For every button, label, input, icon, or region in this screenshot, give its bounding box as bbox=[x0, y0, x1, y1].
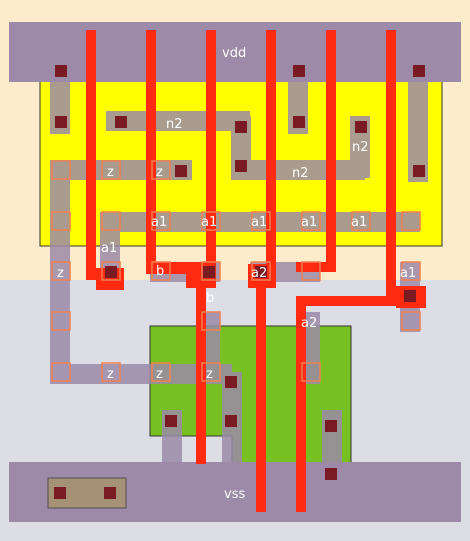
label-a1-2: a1 bbox=[201, 215, 217, 230]
label-vss: vss bbox=[224, 487, 245, 502]
label-a2-2: a2 bbox=[301, 316, 317, 331]
label-z-1: z bbox=[107, 165, 114, 180]
label-vdd: vdd bbox=[222, 46, 246, 61]
label-a1-3: a1 bbox=[251, 215, 267, 230]
label-z-2: z bbox=[156, 165, 163, 180]
label-a1-5: a1 bbox=[351, 215, 367, 230]
contacts bbox=[54, 65, 425, 499]
label-a1-right: a1 bbox=[400, 266, 416, 281]
label-a1-1: a1 bbox=[151, 215, 167, 230]
label-n2-top: n2 bbox=[166, 117, 183, 132]
vdd-rail bbox=[9, 22, 461, 82]
label-z-b1: z bbox=[107, 367, 114, 382]
poly-gates bbox=[86, 30, 426, 512]
label-n2-mid: n2 bbox=[292, 166, 309, 181]
label-z-left: z bbox=[57, 266, 64, 281]
label-n2-right: n2 bbox=[352, 140, 369, 155]
label-z-b3: z bbox=[206, 367, 213, 382]
label-a1-left: a1 bbox=[101, 241, 117, 256]
label-a1-4: a1 bbox=[301, 215, 317, 230]
label-z-b2: z bbox=[156, 367, 163, 382]
label-a2-1: a2 bbox=[251, 266, 267, 281]
label-b-2: b bbox=[206, 291, 214, 306]
label-b-1: b bbox=[156, 264, 164, 279]
via-outlines bbox=[51, 160, 421, 382]
